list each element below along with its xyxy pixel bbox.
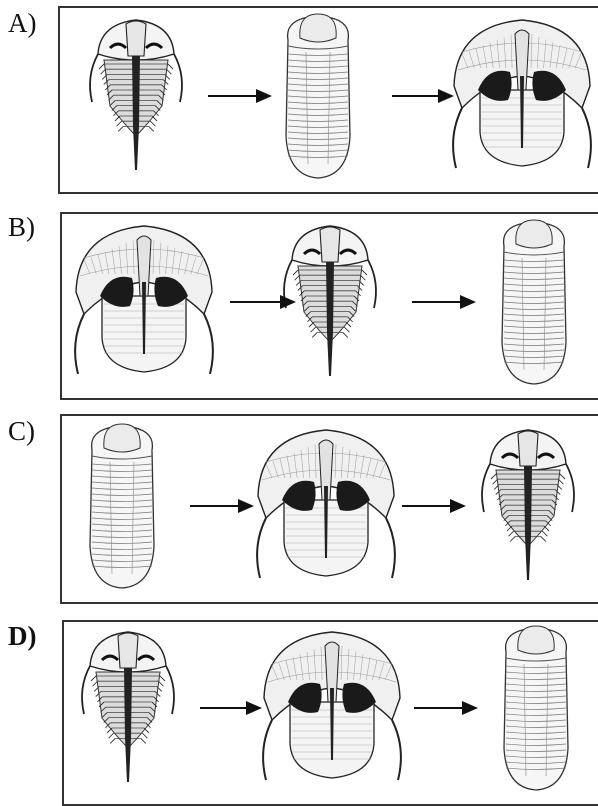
trilobite-broad-shield-drawing [75,226,213,374]
option-d-panel[interactable] [62,620,598,806]
trilobite-spiny-drawing [284,226,376,376]
option-b-diagram [62,214,598,398]
option-c-diagram [62,416,598,602]
arrowhead-icon [450,499,466,513]
option-d-diagram [64,622,598,804]
option-c-panel[interactable] [60,414,598,604]
arrowhead-icon [280,295,296,309]
option-b-label: B) [8,214,35,241]
option-b-panel[interactable] [60,212,598,400]
trilobite-smooth-drawing [502,220,566,384]
trilobite-broad-shield-drawing [263,632,401,780]
arrowhead-icon [246,701,262,715]
trilobite-spiny-drawing [82,632,174,782]
trilobite-spiny-drawing [90,20,182,170]
trilobite-spiny-drawing [482,430,574,580]
trilobite-smooth-drawing [504,626,568,790]
option-a-label: A) [8,10,37,37]
trilobite-broad-shield-drawing [257,430,395,578]
trilobite-broad-shield-drawing [453,20,591,168]
option-a-diagram [60,8,598,192]
trilobite-smooth-drawing [90,424,154,588]
arrowhead-icon [462,701,478,715]
option-d-label: D) [8,623,37,650]
option-a-panel[interactable] [58,6,598,194]
option-c-label: C) [8,418,35,445]
arrowhead-icon [238,499,254,513]
trilobite-smooth-drawing [286,14,350,178]
arrowhead-icon [438,89,454,103]
arrowhead-icon [460,295,476,309]
arrowhead-icon [256,89,272,103]
